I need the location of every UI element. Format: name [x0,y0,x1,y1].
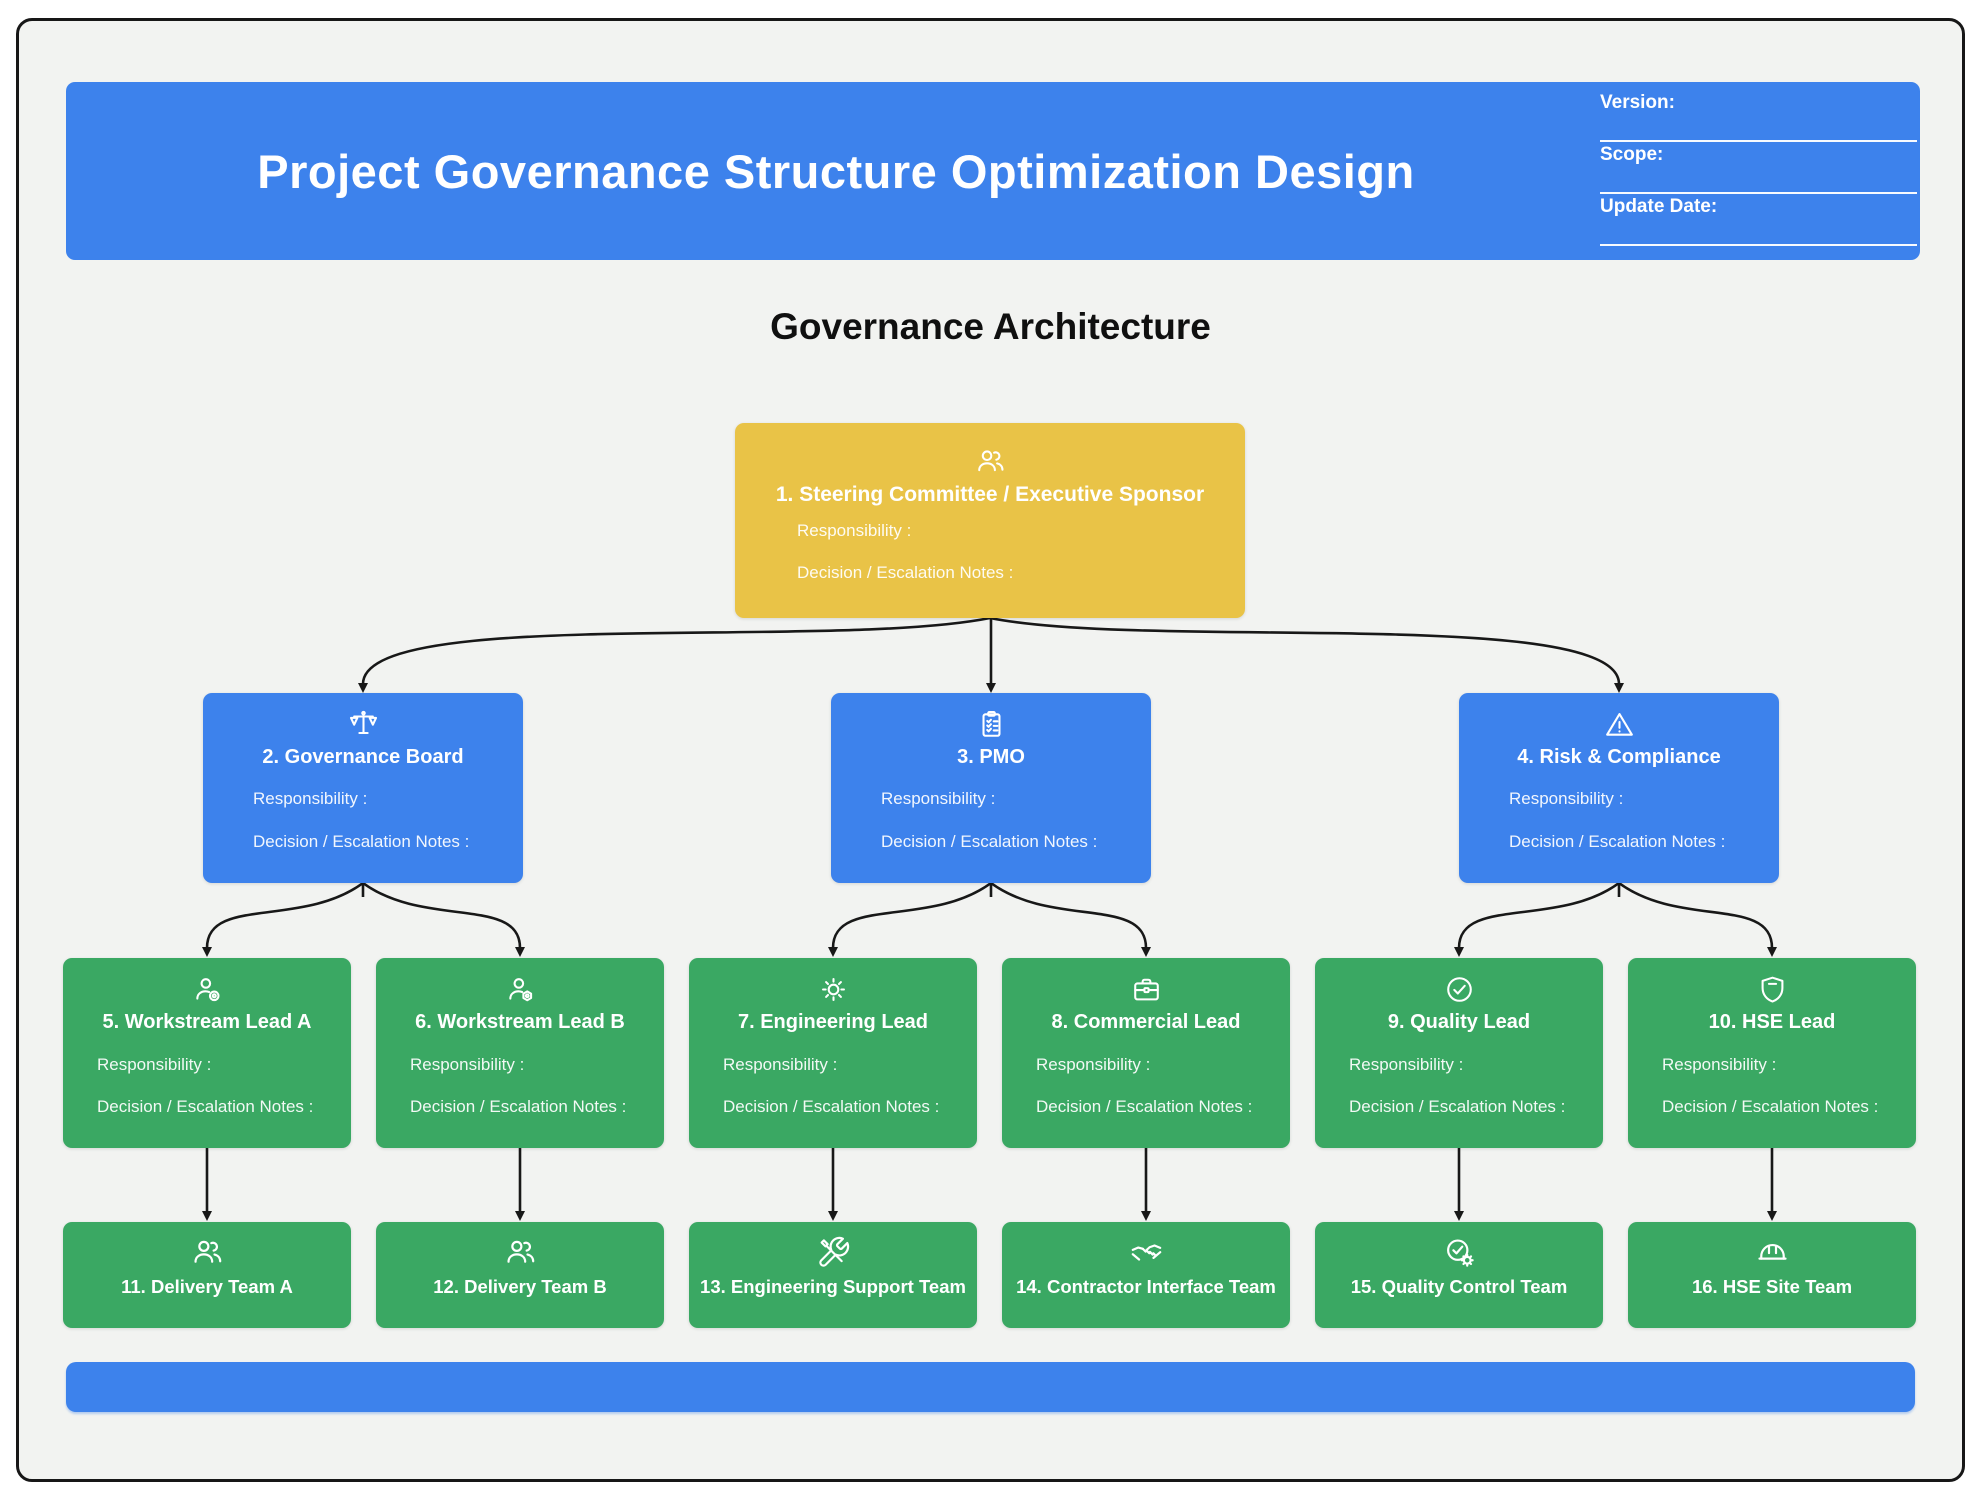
decision-label: Decision / Escalation Notes : [410,1097,627,1116]
people-group-icon [376,1235,664,1271]
node-hse-site-team[interactable]: 16. HSE Site Team [1628,1222,1916,1328]
check-gear-icon [1315,1235,1603,1271]
decision-label: Decision / Escalation Notes : [1509,832,1726,851]
version-label: Version: [1600,92,1675,113]
responsibility-label: Responsibility : [1509,789,1624,808]
person-target-icon [63,973,351,1007]
node-title: 2. Governance Board [262,746,464,768]
decision-label: Decision / Escalation Notes : [1036,1097,1253,1116]
hard-hat-icon [1628,1235,1916,1271]
node-hse-lead[interactable]: 10. HSE Lead Responsibility : Decision /… [1628,958,1916,1148]
node-commercial-lead[interactable]: 8. Commercial Lead Responsibility : Deci… [1002,958,1290,1148]
node-title: 14. Contractor Interface Team [1016,1276,1276,1297]
responsibility-label: Responsibility : [410,1055,525,1074]
section-title: Governance Architecture [770,306,1211,347]
node-title: 5. Workstream Lead A [102,1011,312,1033]
node-pmo[interactable]: 3. PMO Responsibility : Decision / Escal… [831,693,1151,883]
node-title: 8. Commercial Lead [1051,1011,1241,1033]
meta-row-scope: Scope: [1600,142,1917,194]
meta-row-update-date: Update Date: [1600,194,1917,246]
people-group-icon [735,445,1245,479]
decision-label: Decision / Escalation Notes : [1349,1097,1566,1116]
node-steering-committee[interactable]: 1. Steering Committee / Executive Sponso… [735,423,1245,618]
node-title: 13. Engineering Support Team [700,1276,966,1297]
decision-label: Decision / Escalation Notes : [797,563,1014,582]
node-delivery-team-b[interactable]: 12. Delivery Team B [376,1222,664,1328]
responsibility-label: Responsibility : [97,1055,212,1074]
clipboard-check-icon [831,708,1151,742]
node-quality-control-team[interactable]: 15. Quality Control Team [1315,1222,1603,1328]
scope-label: Scope: [1600,144,1664,165]
node-title: 3. PMO [957,746,1025,768]
node-contractor-interface-team[interactable]: 14. Contractor Interface Team [1002,1222,1290,1328]
decision-label: Decision / Escalation Notes : [253,832,470,851]
briefcase-icon [1002,973,1290,1007]
balance-scale-icon [203,708,523,742]
decision-label: Decision / Escalation Notes : [723,1097,940,1116]
decision-label: Decision / Escalation Notes : [1662,1097,1879,1116]
responsibility-label: Responsibility : [881,789,996,808]
shield-icon [1628,973,1916,1007]
node-title: 4. Risk & Compliance [1517,746,1721,768]
update-date-label: Update Date: [1600,196,1718,217]
meta-row-version: Version: [1600,90,1917,142]
responsibility-label: Responsibility : [1036,1055,1151,1074]
responsibility-label: Responsibility : [797,521,912,540]
node-title: 1. Steering Committee / Executive Sponso… [775,483,1205,506]
node-governance-board[interactable]: 2. Governance Board Responsibility : Dec… [203,693,523,883]
node-title: 10. HSE Lead [1708,1011,1836,1033]
node-risk-compliance[interactable]: 4. Risk & Compliance Responsibility : De… [1459,693,1779,883]
responsibility-label: Responsibility : [253,789,368,808]
people-group-icon [63,1235,351,1271]
gear-icon [689,973,977,1007]
node-title: 9. Quality Lead [1387,1011,1531,1033]
node-workstream-lead-b[interactable]: 6. Workstream Lead B Responsibility : De… [376,958,664,1148]
node-engineering-support-team[interactable]: 13. Engineering Support Team [689,1222,977,1328]
node-title: 16. HSE Site Team [1691,1276,1853,1297]
node-engineering-lead[interactable]: 7. Engineering Lead Responsibility : Dec… [689,958,977,1148]
node-title: 7. Engineering Lead [737,1011,929,1033]
responsibility-label: Responsibility : [1349,1055,1464,1074]
decision-label: Decision / Escalation Notes : [881,832,1098,851]
header-banner: Project Governance Structure Optimizatio… [66,82,1920,260]
node-workstream-lead-a[interactable]: 5. Workstream Lead A Responsibility : De… [63,958,351,1148]
node-delivery-team-a[interactable]: 11. Delivery Team A [63,1222,351,1328]
node-title: 6. Workstream Lead B [415,1011,625,1033]
tools-icon [689,1235,977,1271]
person-gear-icon [376,973,664,1007]
document-meta-panel: Version: Scope: Update Date: [1600,90,1917,246]
responsibility-label: Responsibility : [723,1055,838,1074]
node-title: 11. Delivery Team A [121,1276,293,1297]
decision-label: Decision / Escalation Notes : [97,1097,314,1116]
check-circle-icon [1315,973,1603,1007]
node-title: 12. Delivery Team B [433,1276,607,1297]
handshake-icon [1002,1235,1290,1271]
node-title: 15. Quality Control Team [1350,1276,1568,1297]
page-title: Project Governance Structure Optimizatio… [257,144,1415,198]
responsibility-label: Responsibility : [1662,1055,1777,1074]
footer-bar [66,1362,1915,1412]
warning-triangle-icon [1459,708,1779,742]
node-quality-lead[interactable]: 9. Quality Lead Responsibility : Decisio… [1315,958,1603,1148]
